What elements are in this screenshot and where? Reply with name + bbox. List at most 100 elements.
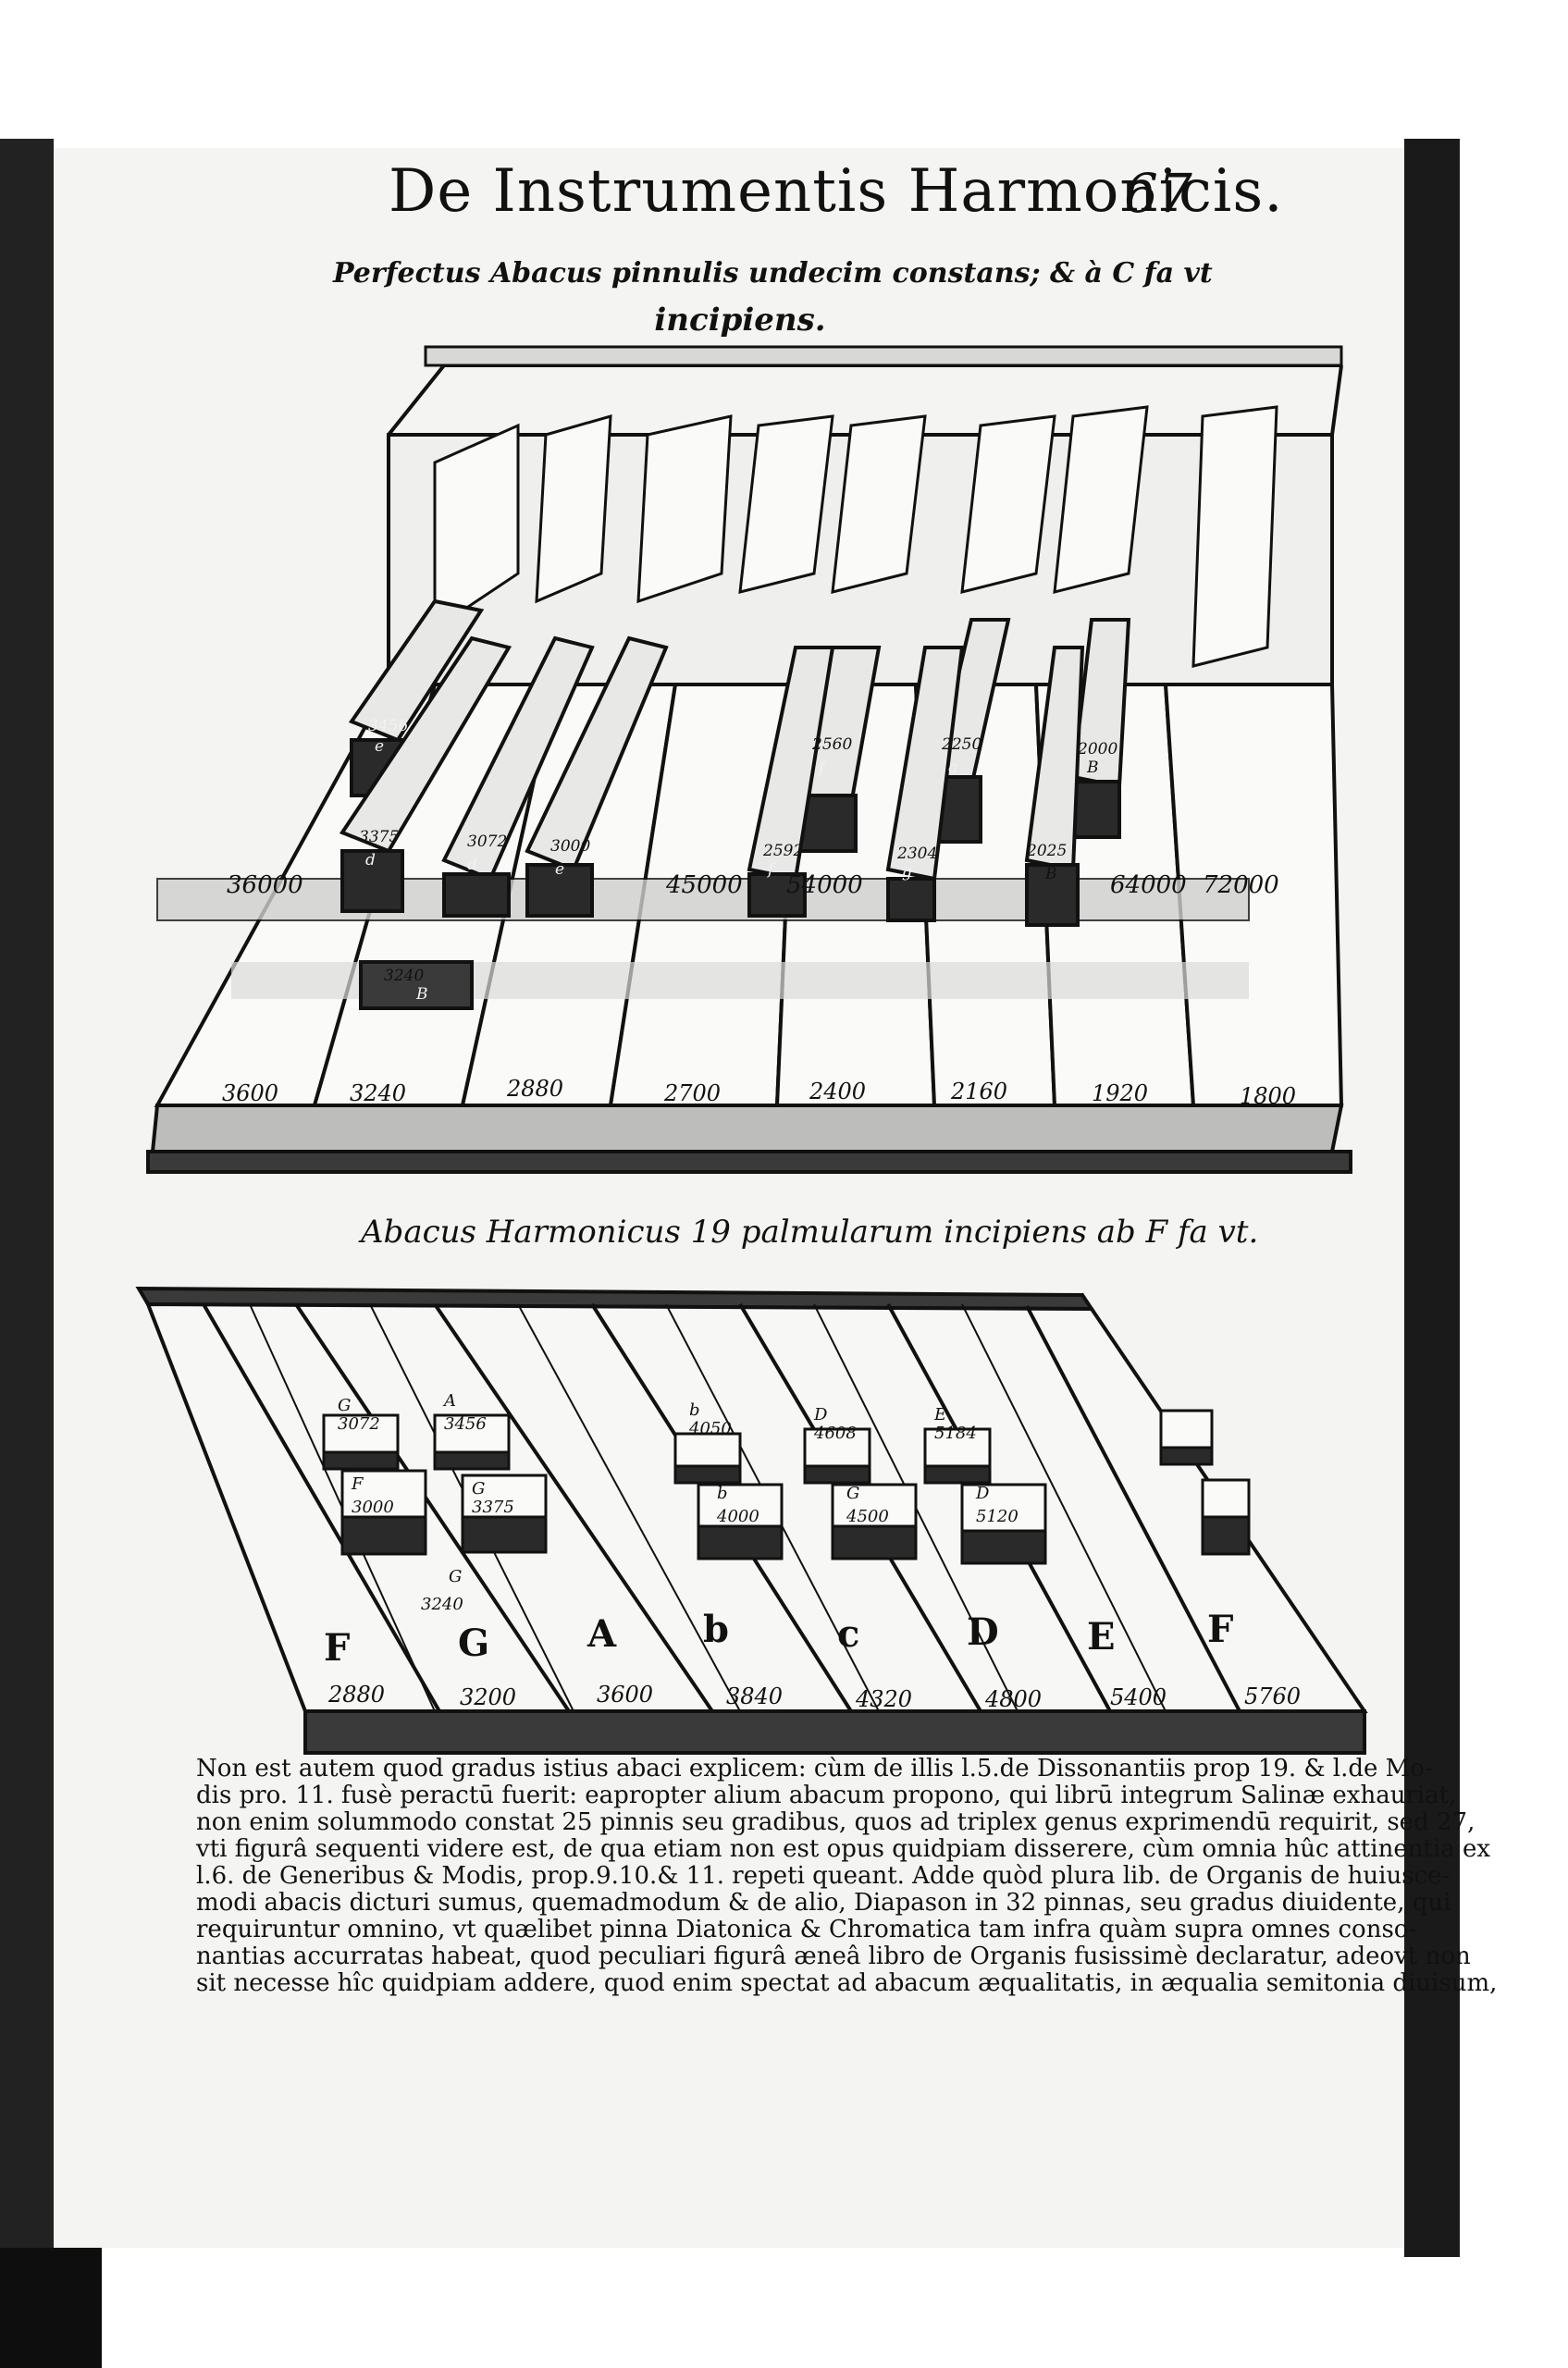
- key-value: 3072: [338, 1414, 380, 1434]
- key-mark: G: [449, 1567, 462, 1586]
- key-mark: G: [472, 1479, 485, 1498]
- bottom-number: 2160: [950, 1079, 1007, 1104]
- raised-key: [803, 1427, 871, 1468]
- note-letter: F: [1207, 1608, 1233, 1651]
- body-line: l.6. de Generibus & Modis, prop.9.10.& 1…: [196, 1862, 1451, 1890]
- raised-key: [433, 1413, 511, 1454]
- bottom-number: 2700: [663, 1080, 721, 1106]
- bottom-number: 3600: [597, 1682, 653, 1708]
- note-letter: c: [837, 1612, 859, 1656]
- key-value: 2560: [811, 735, 852, 754]
- key-mark: D: [975, 1484, 990, 1503]
- top-figure-caption-line1: Perfectus Abacus pinnulis undecim consta…: [333, 257, 1213, 290]
- raised-key: [525, 863, 594, 918]
- key-value: 3072: [467, 832, 507, 851]
- bottom-keyboard-engraving: G 3072 A 3456 b 4050 D 4608 E 5184 F 300…: [135, 1286, 1368, 1755]
- top-number: 36000: [227, 871, 303, 899]
- left-spine-shadow: [0, 139, 54, 2368]
- key-mark: b: [689, 1400, 700, 1420]
- note-letter: G: [458, 1622, 489, 1665]
- page-number: 67: [1124, 162, 1192, 225]
- key-value: 4000: [716, 1507, 759, 1526]
- bottom-number: 4800: [984, 1686, 1042, 1712]
- raised-key: [1071, 780, 1121, 839]
- body-line: sit necesse hîc quidpiam addere, quod en…: [196, 1969, 1498, 1997]
- key-mark: D: [813, 1405, 828, 1424]
- raised-key: [442, 872, 511, 918]
- body-line: modi abacis dicturi sumus, quemadmodum &…: [196, 1889, 1451, 1917]
- raised-key: [798, 794, 858, 853]
- key-value: 3375: [472, 1498, 514, 1517]
- key-value: 3456: [368, 717, 408, 735]
- bottom-number: 1800: [1240, 1083, 1296, 1109]
- raised-key-low: [359, 960, 474, 1010]
- key-mark: b: [717, 1484, 728, 1503]
- key-mark: f: [817, 758, 827, 777]
- key-value: 2025: [1026, 842, 1067, 860]
- key-mark: B: [415, 985, 428, 1004]
- right-spine-shadow: [1404, 139, 1460, 2257]
- key-mark: F: [351, 1474, 364, 1494]
- key-mark: d: [467, 856, 477, 874]
- key-value: 4608: [813, 1424, 857, 1443]
- key-value: 3456: [444, 1414, 487, 1434]
- key-mark: e: [555, 860, 564, 879]
- raised-key: [340, 1469, 427, 1519]
- raised-key: [340, 849, 404, 913]
- key-mark: G: [846, 1484, 859, 1503]
- key-value: 4500: [846, 1507, 889, 1526]
- raised-key: [1025, 863, 1080, 927]
- note-letter: A: [586, 1612, 617, 1656]
- bottom-number: 5400: [1110, 1684, 1167, 1710]
- key-value: 2250: [941, 735, 982, 754]
- bottom-number: 3240: [350, 1080, 406, 1106]
- key-mark: d: [365, 851, 376, 870]
- bottom-number: 2400: [809, 1079, 866, 1104]
- key-mark: G: [338, 1396, 351, 1415]
- raised-key: [322, 1413, 400, 1454]
- note-letter: D: [967, 1610, 999, 1654]
- key-value: 5120: [976, 1507, 1019, 1526]
- key-value: 4050: [688, 1419, 732, 1438]
- body-line: Non est autem quod gradus istius abaci e…: [196, 1755, 1433, 1782]
- body-paragraph: Non est autem quod gradus istius abaci e…: [196, 1755, 1498, 1997]
- natural-key: [1163, 683, 1344, 1107]
- key-value: 2592: [762, 842, 803, 860]
- body-line: requiruntur omnino, vt quælibet pinna Di…: [196, 1916, 1417, 1943]
- bottom-number: 3840: [726, 1684, 783, 1709]
- bottom-number: 3200: [460, 1684, 516, 1710]
- bottom-number: 5760: [1244, 1684, 1301, 1709]
- body-line: vti figurâ sequenti videre est, de qua e…: [196, 1835, 1491, 1863]
- bottom-number: 2880: [327, 1682, 385, 1708]
- key-mark: e: [375, 737, 384, 756]
- key-value: 3240: [384, 967, 424, 985]
- key-mark: A: [442, 1391, 456, 1411]
- top-number: 64000: [1110, 871, 1187, 899]
- key-mark: a: [948, 758, 957, 777]
- bottom-number: 4320: [855, 1686, 912, 1712]
- bottom-left-shadow: [0, 2248, 102, 2368]
- body-line: nantias accurratas habeat, quod peculiar…: [196, 1942, 1471, 1970]
- body-line: non enim solummodo constat 25 pinnis seu…: [196, 1808, 1475, 1836]
- raised-key: [747, 872, 807, 918]
- top-keyboard-engraving: 36000 45000 54000 64000 72000 3456 e 337…: [146, 345, 1352, 1174]
- raised-key: [886, 877, 936, 922]
- top-figure-caption-line2: incipiens.: [654, 302, 826, 339]
- key-value: 3240: [421, 1595, 463, 1614]
- raised-key: [697, 1483, 784, 1528]
- key-value: 3000: [550, 837, 590, 856]
- key-value: 3375: [359, 828, 399, 846]
- key-mark: g: [902, 863, 912, 882]
- raised-key: [831, 1483, 918, 1528]
- note-letter: F: [324, 1626, 350, 1670]
- top-number: 54000: [786, 871, 863, 899]
- bottom-number: 2880: [506, 1076, 563, 1102]
- key-mark: B: [1086, 758, 1099, 777]
- key-value: 5184: [934, 1424, 977, 1443]
- front-rail: [303, 1709, 1366, 1755]
- note-letter: E: [1087, 1615, 1116, 1659]
- key-value: 2304: [896, 845, 937, 863]
- note-letter: b: [703, 1608, 729, 1651]
- raised-key: [673, 1432, 742, 1468]
- key-mark: f: [766, 860, 776, 879]
